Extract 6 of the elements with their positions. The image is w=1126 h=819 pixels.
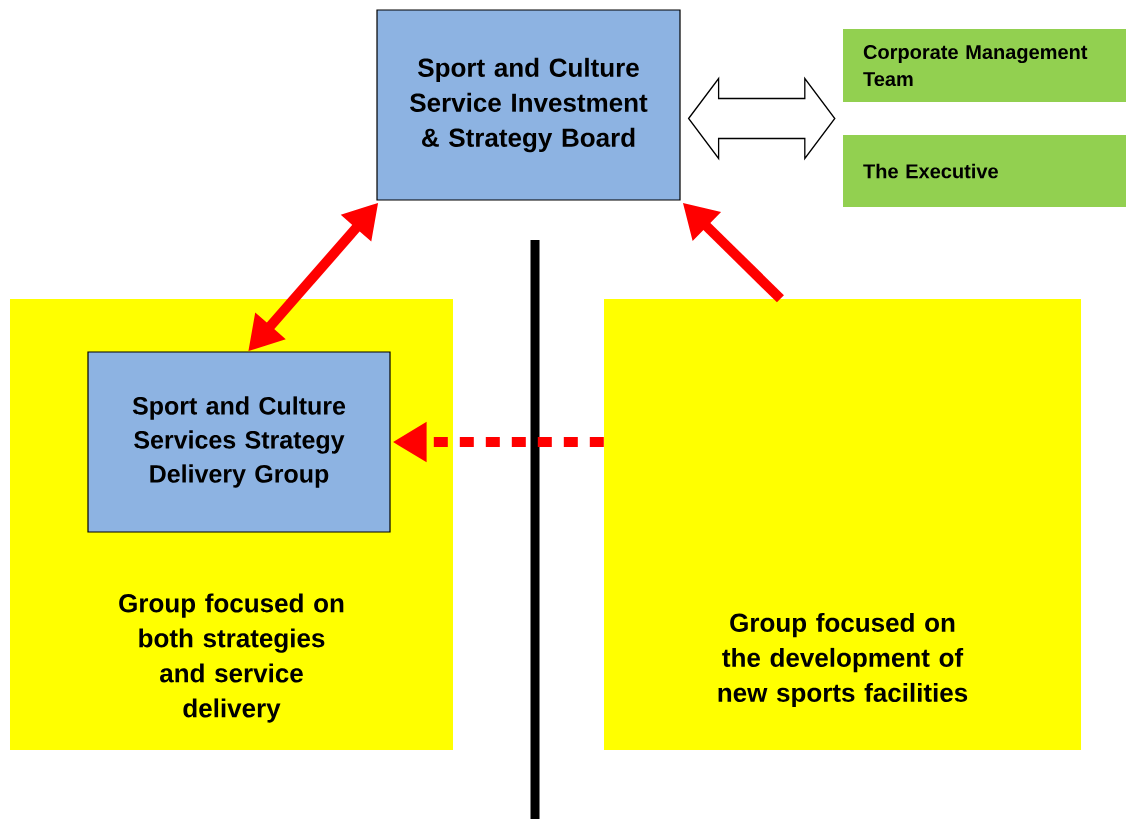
group-panel: Group focused on the development of new sports facilities [604,299,1081,750]
group-box: Sport and Culture Services Strategy Delivery Group [87,351,391,533]
double-arrow [687,76,836,161]
board-box: Sport and Culture Service Investment & Strategy Board [376,9,681,201]
team-box: Corporate Management Team [843,29,1126,102]
team-box: The Executive [843,135,1126,207]
